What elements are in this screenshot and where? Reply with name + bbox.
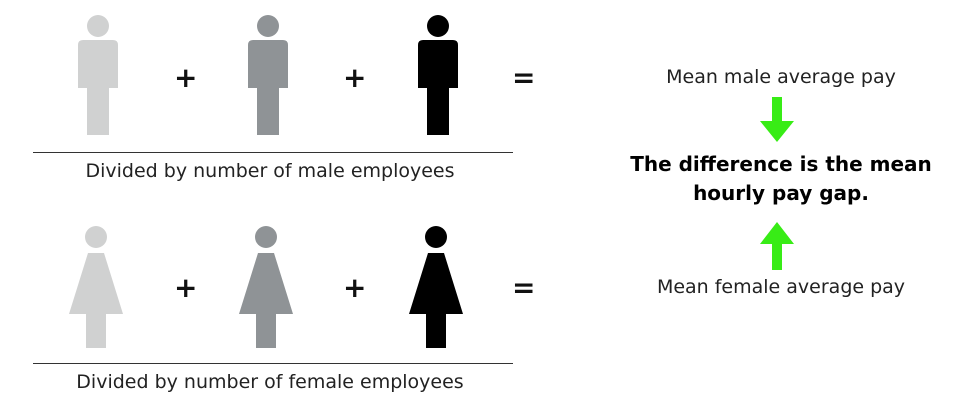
- male-figure-mid-icon: [243, 15, 293, 135]
- female-figure-light-icon: [68, 226, 124, 348]
- plus-operator: +: [343, 61, 367, 94]
- pay-gap-line-1: The difference is the mean: [630, 152, 932, 176]
- pay-gap-statement: The difference is the mean hourly pay ga…: [606, 150, 956, 208]
- divider-line-male: [33, 152, 513, 153]
- plus-operator: +: [174, 61, 198, 94]
- equals-operator: =: [512, 271, 536, 304]
- female-caption: Divided by number of female employees: [76, 371, 464, 393]
- female-figure-mid-icon: [238, 226, 294, 348]
- male-caption: Divided by number of male employees: [85, 160, 455, 182]
- male-figure-dark-icon: [413, 15, 463, 135]
- arrow-up-icon: [758, 222, 796, 270]
- plus-operator: +: [174, 271, 198, 304]
- equals-operator: =: [512, 61, 536, 94]
- male-figure-light-icon: [73, 15, 123, 135]
- arrow-down-icon: [758, 97, 796, 143]
- divider-line-female: [33, 363, 513, 364]
- pay-gap-line-2: hourly pay gap.: [693, 181, 869, 205]
- mean-female-pay-label: Mean female average pay: [656, 276, 906, 298]
- plus-operator: +: [343, 271, 367, 304]
- mean-male-pay-label: Mean male average pay: [666, 66, 896, 88]
- female-figure-dark-icon: [408, 226, 464, 348]
